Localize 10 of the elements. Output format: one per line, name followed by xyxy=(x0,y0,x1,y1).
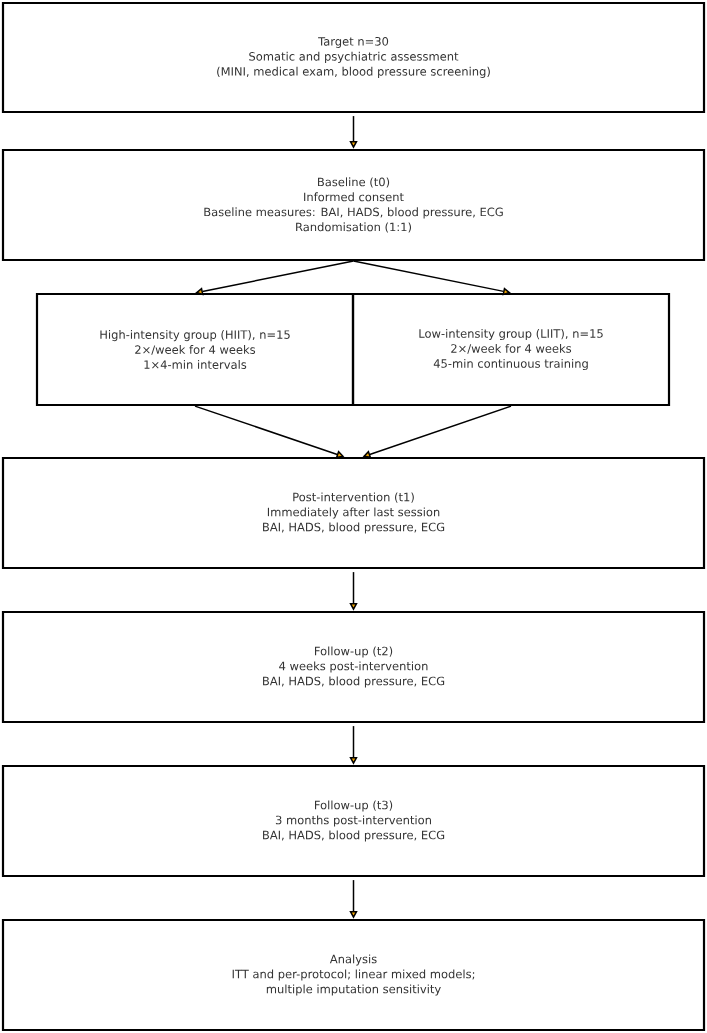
arrow xyxy=(195,260,355,296)
process-box: Post-intervention (t1) Immediately after last session BAI, HADS, blood pressure, ECG xyxy=(1,456,706,570)
process-box: Baseline (t0) Informed consent Baseline measures: BAI, HADS, blood pressure, ECG Randomisation (1:1) xyxy=(1,148,706,262)
process-box: Follow-up (t3) 3 months post-intervention BAI, HADS, blood pressure, ECG xyxy=(1,764,706,878)
process-box: Low-intensity group (LIIT), n=15 2×/week for 4 weeks 45-min continuous training xyxy=(351,292,671,407)
process-box: Target n=30 Somatic and psychiatric assessment (MINI, medical exam, blood pressure screening) xyxy=(1,1,706,114)
process-box: Follow-up (t2) 4 weeks post-intervention BAI, HADS, blood pressure, ECG xyxy=(1,610,706,724)
arrow xyxy=(352,260,511,296)
process-box: High-intensity group (HIIT), n=15 2×/week for 4 weeks 1×4-min intervals xyxy=(35,292,355,407)
process-box: Analysis ITT and per-protocol; linear mixed models; multiple imputation sensitivity xyxy=(1,918,706,1032)
